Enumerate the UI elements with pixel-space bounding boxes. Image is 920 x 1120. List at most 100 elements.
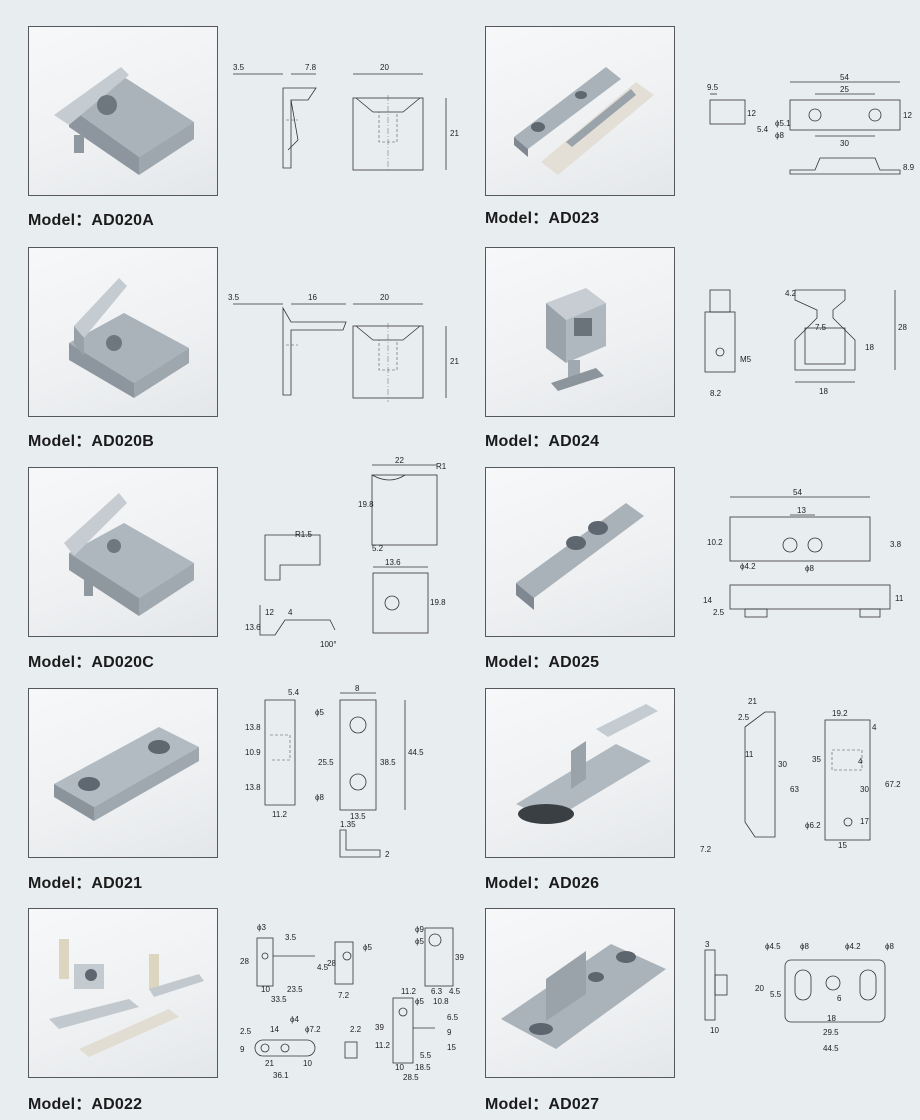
svg-text:ϕ5: ϕ5 <box>363 943 372 952</box>
product-photo-ad020c <box>28 467 218 637</box>
drawing-ad025: 54 13 10.2 3.8 ϕ4.2 ϕ8 14 2.5 11 <box>695 485 910 635</box>
svg-text:ϕ5: ϕ5 <box>415 997 424 1006</box>
svg-text:10.9: 10.9 <box>245 748 261 757</box>
svg-text:100°: 100° <box>320 640 337 649</box>
svg-text:8.9: 8.9 <box>903 163 915 172</box>
svg-text:18.5: 18.5 <box>415 1063 431 1072</box>
svg-text:13.8: 13.8 <box>245 723 261 732</box>
svg-text:11.2: 11.2 <box>375 1041 391 1050</box>
svg-text:7.2: 7.2 <box>338 991 350 1000</box>
svg-text:23.5: 23.5 <box>287 985 303 994</box>
svg-text:44.5: 44.5 <box>408 748 424 757</box>
svg-text:10: 10 <box>710 1026 719 1035</box>
svg-text:7.2: 7.2 <box>700 845 712 854</box>
svg-text:54: 54 <box>793 488 802 497</box>
svg-text:ϕ4.2: ϕ4.2 <box>740 562 756 571</box>
svg-text:3.5: 3.5 <box>228 293 240 302</box>
svg-text:33.5: 33.5 <box>271 995 287 1004</box>
drawing-ad021: 5.4 13.8 10.9 13.8 11.2 8 ϕ5 25.5 38.5 4… <box>240 684 440 870</box>
svg-text:M5: M5 <box>740 355 752 364</box>
svg-text:28: 28 <box>327 959 336 968</box>
model-label-ad020b: Model：AD020B <box>28 433 154 450</box>
svg-text:39: 39 <box>455 953 464 962</box>
svg-text:19.8: 19.8 <box>430 598 446 607</box>
svg-text:19.8: 19.8 <box>358 500 374 509</box>
svg-text:5.5: 5.5 <box>770 990 782 999</box>
model-label-ad025: Model：AD025 <box>485 654 600 671</box>
svg-text:21: 21 <box>265 1059 274 1068</box>
svg-text:39: 39 <box>375 1023 384 1032</box>
svg-text:13.8: 13.8 <box>245 783 261 792</box>
svg-text:ϕ5: ϕ5 <box>315 708 324 717</box>
model-label-ad022: Model：AD022 <box>28 1096 143 1113</box>
model-label-ad026: Model：AD026 <box>485 875 600 892</box>
svg-text:1.35: 1.35 <box>340 820 356 829</box>
model-label-ad023: Model：AD023 <box>485 210 600 227</box>
svg-text:4: 4 <box>858 757 863 766</box>
svg-text:3.5: 3.5 <box>285 933 297 942</box>
svg-text:14: 14 <box>703 596 712 605</box>
svg-text:2: 2 <box>385 850 390 859</box>
svg-text:ϕ6.2: ϕ6.2 <box>805 821 821 830</box>
svg-text:ϕ8: ϕ8 <box>885 942 894 951</box>
model-label-ad027: Model：AD027 <box>485 1096 600 1113</box>
svg-text:8.2: 8.2 <box>710 389 722 398</box>
svg-text:ϕ4.5: ϕ4.5 <box>765 942 781 951</box>
svg-text:54: 54 <box>840 73 849 82</box>
svg-text:30: 30 <box>860 785 869 794</box>
svg-text:13: 13 <box>797 506 806 515</box>
product-photo-ad027 <box>485 908 675 1078</box>
svg-text:11.2: 11.2 <box>272 810 288 819</box>
svg-text:ϕ8: ϕ8 <box>805 564 814 573</box>
svg-text:28: 28 <box>898 323 907 332</box>
svg-text:9.5: 9.5 <box>707 83 719 92</box>
svg-text:6.3: 6.3 <box>431 987 443 996</box>
svg-text:44.5: 44.5 <box>823 1044 839 1053</box>
svg-text:7.5: 7.5 <box>815 323 827 332</box>
svg-text:ϕ8: ϕ8 <box>775 131 784 140</box>
product-photo-ad023 <box>485 26 675 196</box>
svg-text:11: 11 <box>895 594 904 603</box>
svg-text:4: 4 <box>288 608 293 617</box>
svg-text:ϕ7.2: ϕ7.2 <box>305 1025 321 1034</box>
product-photo-ad021 <box>28 688 218 858</box>
product-photo-ad022 <box>28 908 218 1078</box>
model-label-ad021: Model：AD021 <box>28 875 143 892</box>
svg-text:18: 18 <box>827 1014 836 1023</box>
svg-text:21: 21 <box>748 697 757 706</box>
svg-text:4.5: 4.5 <box>449 987 461 996</box>
svg-text:11.2: 11.2 <box>401 987 417 996</box>
model-label-ad024: Model：AD024 <box>485 433 600 450</box>
svg-text:6: 6 <box>837 994 842 1003</box>
svg-text:12: 12 <box>903 111 912 120</box>
svg-text:11: 11 <box>745 750 754 759</box>
svg-text:ϕ9: ϕ9 <box>415 925 424 934</box>
svg-text:30: 30 <box>778 760 787 769</box>
svg-text:4.5: 4.5 <box>317 963 329 972</box>
svg-text:10: 10 <box>261 985 270 994</box>
product-photo-ad020b <box>28 247 218 417</box>
drawing-ad020a: 3.5 7.8 20 21 <box>228 60 468 180</box>
svg-text:18: 18 <box>819 387 828 396</box>
svg-text:9: 9 <box>447 1028 452 1037</box>
svg-text:ϕ5: ϕ5 <box>415 937 424 946</box>
svg-text:4: 4 <box>872 723 877 732</box>
svg-text:13.5: 13.5 <box>350 812 366 821</box>
svg-text:2.2: 2.2 <box>350 1025 362 1034</box>
svg-text:67.2: 67.2 <box>885 780 901 789</box>
svg-text:5.2: 5.2 <box>372 544 384 553</box>
product-photo-ad024 <box>485 247 675 417</box>
svg-text:10: 10 <box>395 1063 404 1072</box>
drawing-ad024: M5 8.2 4.2 7.5 28 18 18 <box>695 270 910 410</box>
svg-text:19.2: 19.2 <box>832 709 848 718</box>
svg-text:ϕ4: ϕ4 <box>290 1015 299 1024</box>
svg-text:15: 15 <box>838 841 847 850</box>
drawing-ad023: 9.5 12 54 25 30 12 5.4 ϕ5.1 ϕ8 8.9 <box>695 70 915 195</box>
svg-text:ϕ3: ϕ3 <box>257 923 266 932</box>
drawing-ad020c: 22 R1 19.8 5.2 R1.5 13.6 19.8 13.6 12 4 … <box>240 455 450 655</box>
svg-text:ϕ5.1: ϕ5.1 <box>775 119 791 128</box>
svg-text:2.5: 2.5 <box>240 1027 252 1036</box>
svg-text:2.5: 2.5 <box>738 713 750 722</box>
model-label-ad020a: Model：AD020A <box>28 212 154 229</box>
svg-text:22: 22 <box>395 456 404 465</box>
